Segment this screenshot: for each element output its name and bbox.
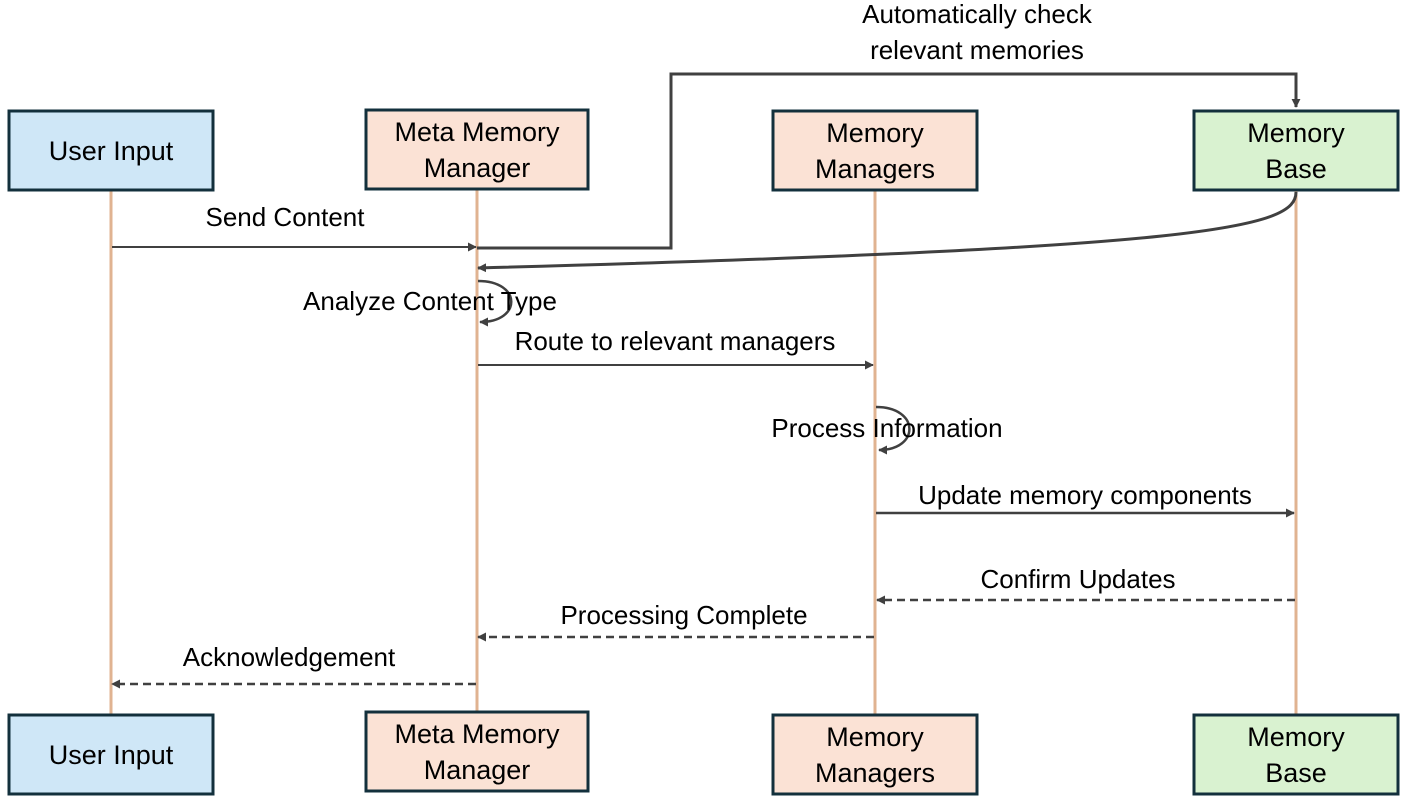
participant-user-bottom-label: User Input	[49, 740, 174, 770]
message-auto-check: Automatically check relevant memories	[477, 0, 1301, 250]
message-analyze: Analyze Content Type	[303, 279, 557, 327]
process-self-arrow	[875, 405, 911, 455]
complete-label: Processing Complete	[560, 600, 807, 630]
message-ack: Acknowledgement	[111, 642, 476, 689]
message-process: Process Information	[771, 405, 1003, 455]
ack-label: Acknowledgement	[183, 642, 396, 672]
participant-meta-bottom-box	[364, 710, 590, 793]
participant-base-bottom-label-line1: Memory	[1247, 722, 1345, 752]
participant-managers-top-label-line2: Managers	[815, 154, 935, 184]
participant-user-top-box	[7, 109, 215, 192]
participant-user-top-label: User Input	[49, 136, 174, 166]
update-label: Update memory components	[918, 480, 1252, 510]
auto-check-label-line1: Automatically check	[862, 0, 1093, 29]
participant-meta-top-label-line1: Meta Memory	[394, 117, 560, 147]
participant-user-top: User Input	[7, 109, 215, 192]
message-confirm: Confirm Updates	[876, 564, 1295, 605]
participant-managers-bottom-label-line2: Managers	[815, 758, 935, 788]
participant-meta-bottom-label-line1: Meta Memory	[394, 719, 560, 749]
message-send-content: Send Content	[112, 202, 477, 252]
memory-base-return-arrow	[477, 191, 1298, 273]
message-route: Route to relevant managers	[478, 326, 874, 370]
auto-check-label-line2: relevant memories	[870, 35, 1084, 65]
participant-user-bottom-box	[7, 713, 215, 796]
analyze-self-arrow	[477, 279, 513, 327]
participant-managers-bottom: Memory Managers	[771, 713, 979, 796]
participant-base-top: Memory Base	[1192, 109, 1400, 192]
message-update: Update memory components	[876, 480, 1295, 518]
participant-base-bottom-label-line2: Base	[1265, 758, 1327, 788]
confirm-label: Confirm Updates	[980, 564, 1175, 594]
participant-meta-bottom: Meta Memory Manager	[364, 710, 590, 793]
participant-meta-top: Meta Memory Manager	[364, 108, 590, 191]
participant-meta-top-label-line2: Manager	[424, 153, 531, 183]
participant-managers-top-label-line1: Memory	[826, 118, 924, 148]
participant-managers-top-box	[771, 109, 979, 192]
participant-base-bottom-box	[1192, 713, 1400, 796]
participant-base-top-box	[1192, 109, 1400, 192]
process-label: Process Information	[771, 413, 1002, 443]
participant-meta-top-box	[364, 108, 590, 191]
participant-managers-bottom-label-line1: Memory	[826, 722, 924, 752]
send-content-label: Send Content	[205, 202, 365, 232]
participant-base-bottom: Memory Base	[1192, 713, 1400, 796]
participant-managers-top: Memory Managers	[771, 109, 979, 192]
route-label: Route to relevant managers	[515, 326, 836, 356]
participant-managers-bottom-box	[771, 713, 979, 796]
participant-meta-bottom-label-line2: Manager	[424, 755, 531, 785]
auto-check-arrow	[477, 72, 1301, 250]
participant-base-top-label-line1: Memory	[1247, 118, 1345, 148]
analyze-label: Analyze Content Type	[303, 286, 557, 316]
participant-base-top-label-line2: Base	[1265, 154, 1327, 184]
message-complete: Processing Complete	[477, 600, 874, 642]
participant-user-bottom: User Input	[7, 713, 215, 796]
